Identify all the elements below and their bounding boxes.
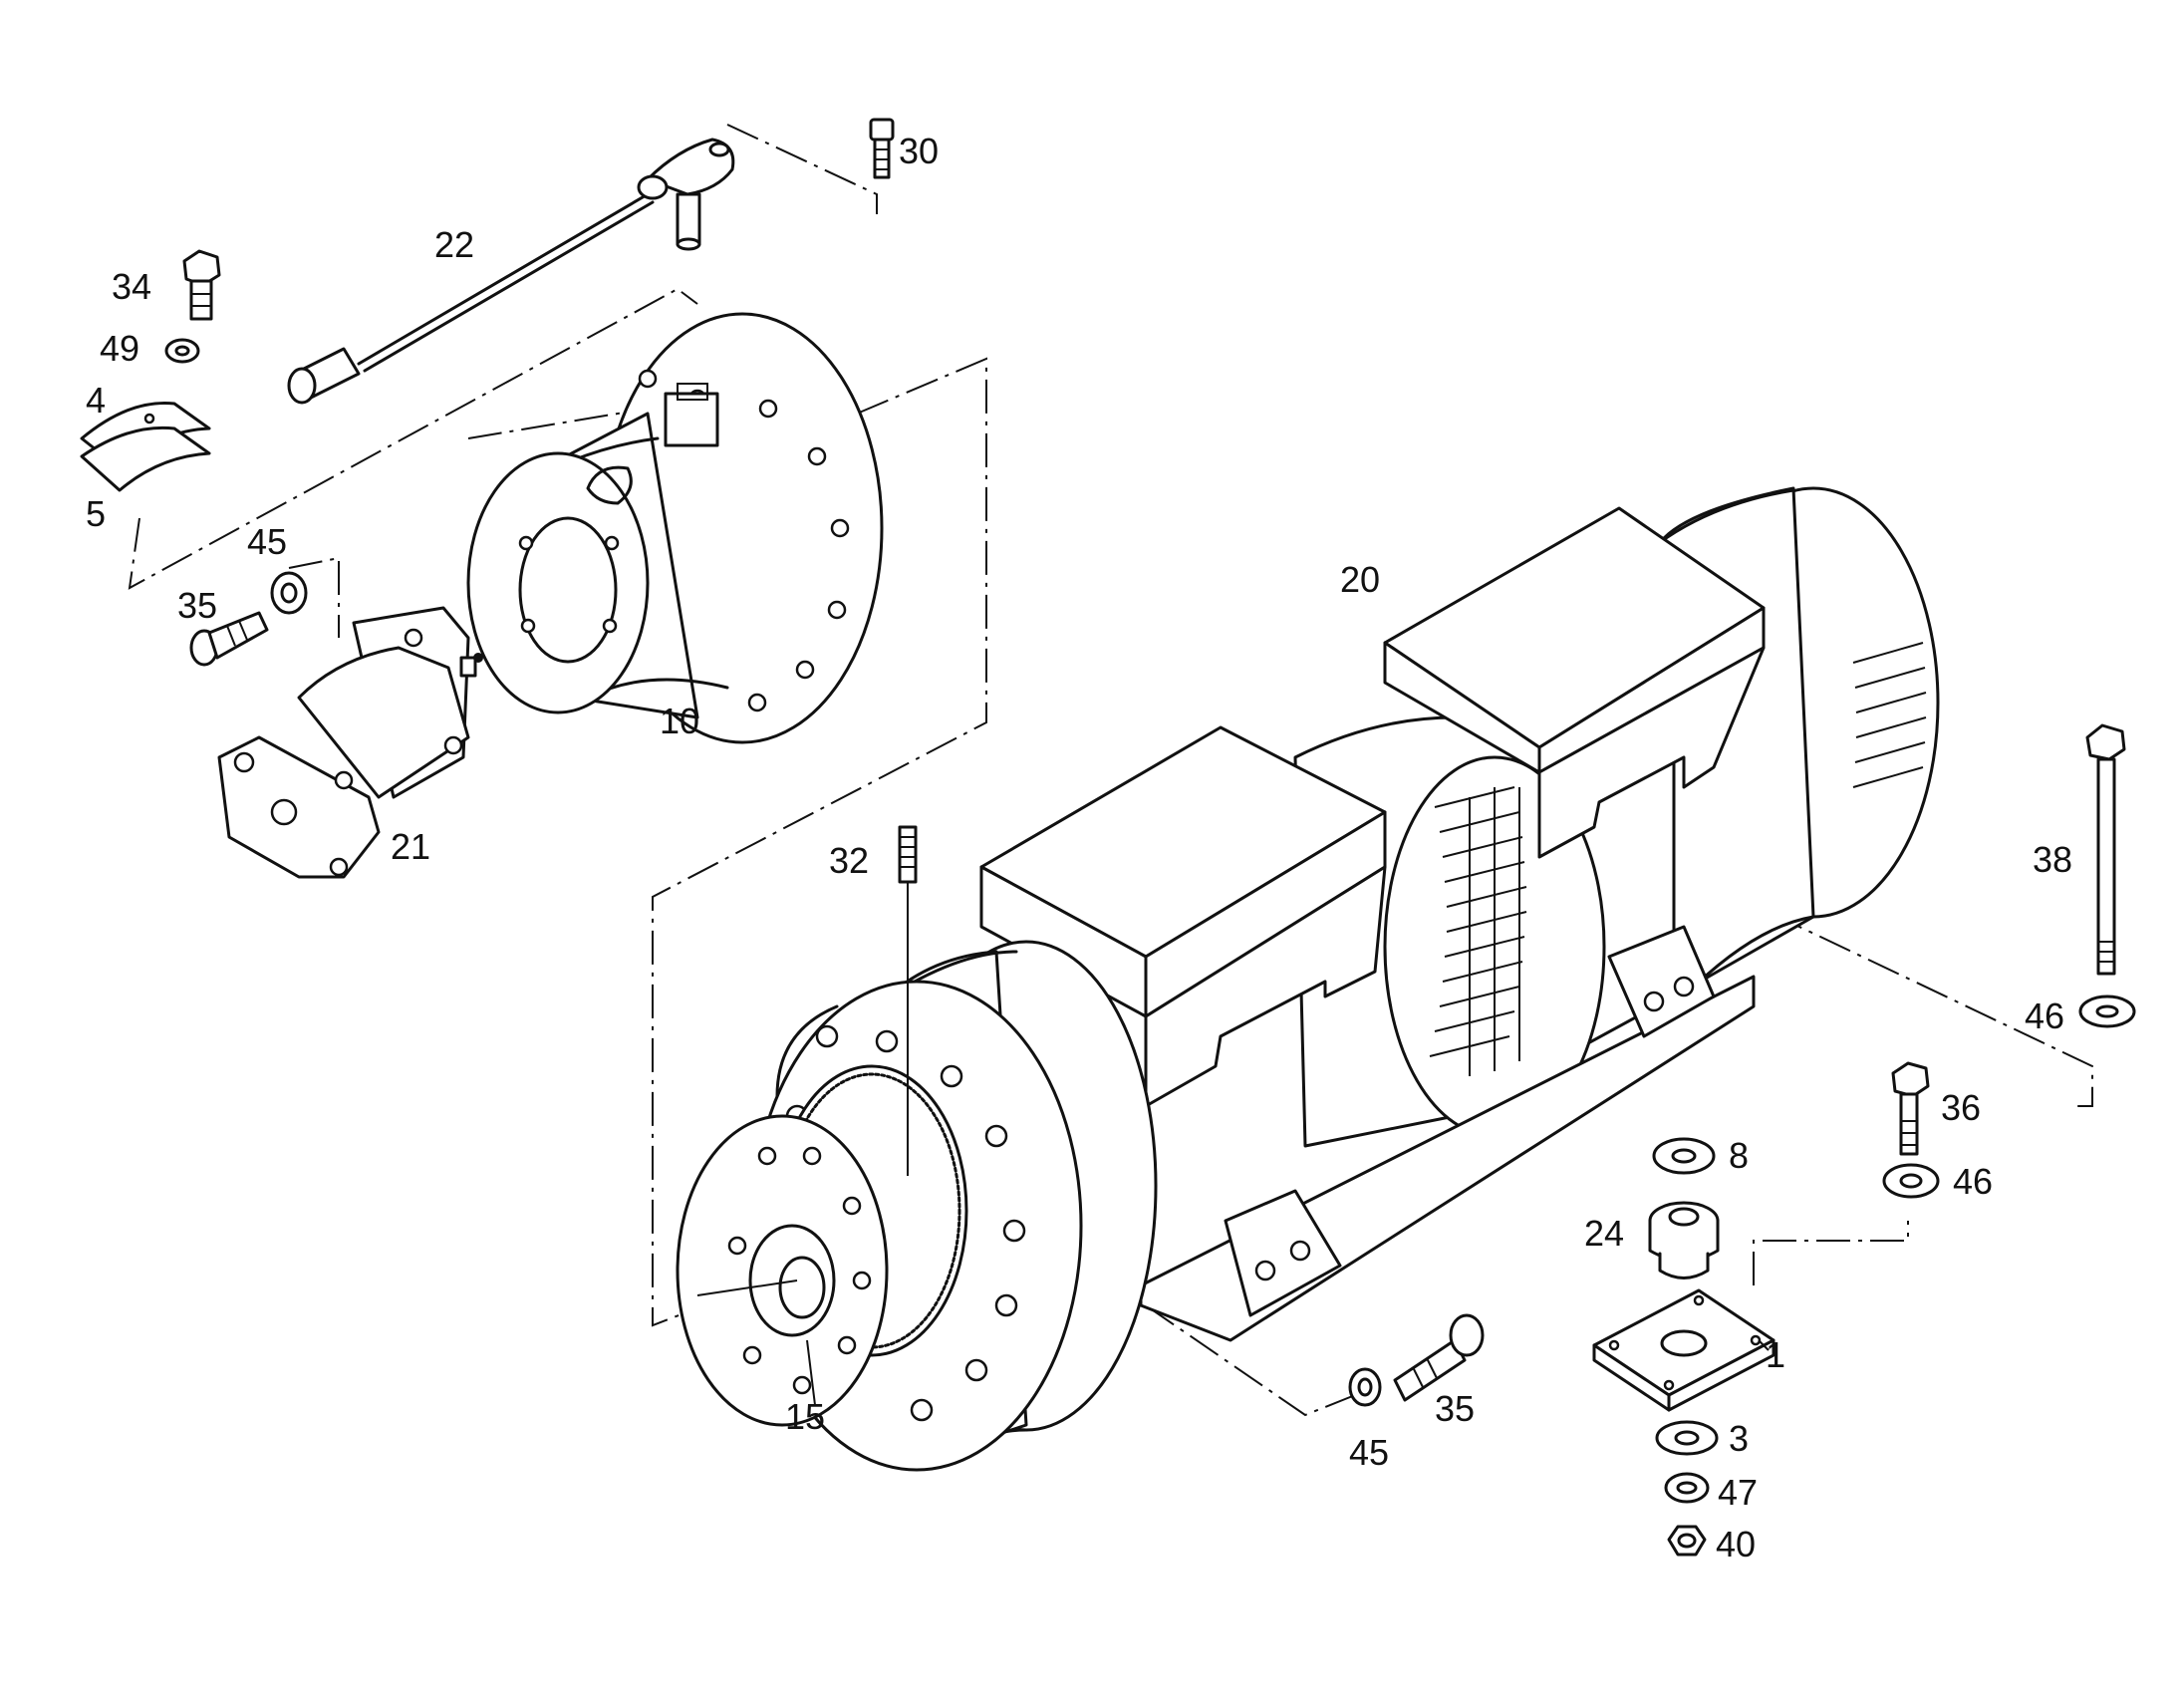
callout-3: 3 [1729, 1418, 1749, 1459]
callout-32: 32 [829, 840, 869, 881]
sensor-cable-part-22 [287, 138, 735, 405]
hydraulic-motor-part-21 [217, 606, 483, 879]
bolt-part-36 [1891, 1061, 1930, 1156]
callout-36: 36 [1941, 1087, 1981, 1128]
flywheel-part-15 [676, 1064, 968, 1427]
washer-part-46-lower [1882, 1163, 1940, 1199]
callout-5: 5 [86, 493, 106, 534]
callout-10: 10 [660, 701, 699, 741]
screw-part-30 [869, 118, 895, 179]
callout-34: 34 [112, 266, 151, 307]
bolt-part-35-upper [189, 611, 269, 667]
set-screw-part-32 [898, 825, 918, 1176]
coupling-housing-part-10 [466, 312, 884, 744]
callout-21: 21 [391, 826, 430, 867]
callout-35-upper: 35 [177, 585, 217, 626]
callout-38: 38 [2033, 839, 2072, 880]
washer-part-45-upper [270, 571, 308, 615]
callout-45-upper: 45 [247, 521, 287, 562]
callout-22: 22 [434, 224, 474, 265]
long-bolt-part-38 [2085, 723, 2126, 976]
callout-1: 1 [1766, 1334, 1785, 1375]
callout-8: 8 [1729, 1135, 1749, 1176]
callout-24: 24 [1584, 1213, 1624, 1254]
callout-47: 47 [1718, 1472, 1758, 1513]
washer-part-45-lower [1348, 1367, 1382, 1407]
callout-15: 15 [785, 1396, 825, 1437]
callout-4: 4 [86, 380, 106, 421]
cooling-fins [1429, 642, 1927, 1076]
washer-part-3 [1655, 1420, 1719, 1456]
callout-30: 30 [899, 131, 939, 171]
callout-leaders [806, 1339, 1770, 1406]
lock-washer-part-47 [1664, 1472, 1710, 1504]
callout-40: 40 [1716, 1524, 1756, 1564]
washer-part-8 [1652, 1137, 1716, 1175]
callout-20: 20 [1340, 559, 1380, 600]
bolt-part-35-lower [1393, 1313, 1485, 1402]
callout-49: 49 [100, 328, 139, 369]
shim-part-5 [80, 426, 211, 492]
bolt-part-34 [182, 249, 221, 321]
callout-46-lower: 46 [1953, 1161, 1993, 1202]
callout-46-upper: 46 [2025, 995, 2064, 1036]
mounting-plate-part-1 [1592, 1288, 1775, 1412]
rubber-mount-part-24 [1648, 1201, 1720, 1280]
washer-part-49 [164, 338, 200, 364]
callout-45-lower: 45 [1349, 1432, 1389, 1473]
washer-part-46-upper [2078, 995, 2136, 1028]
nut-part-40 [1667, 1525, 1707, 1557]
callout-35-lower: 35 [1435, 1388, 1475, 1429]
callout-labels: 1 3 4 5 8 10 15 20 21 22 24 30 32 34 35 … [86, 131, 2072, 1564]
